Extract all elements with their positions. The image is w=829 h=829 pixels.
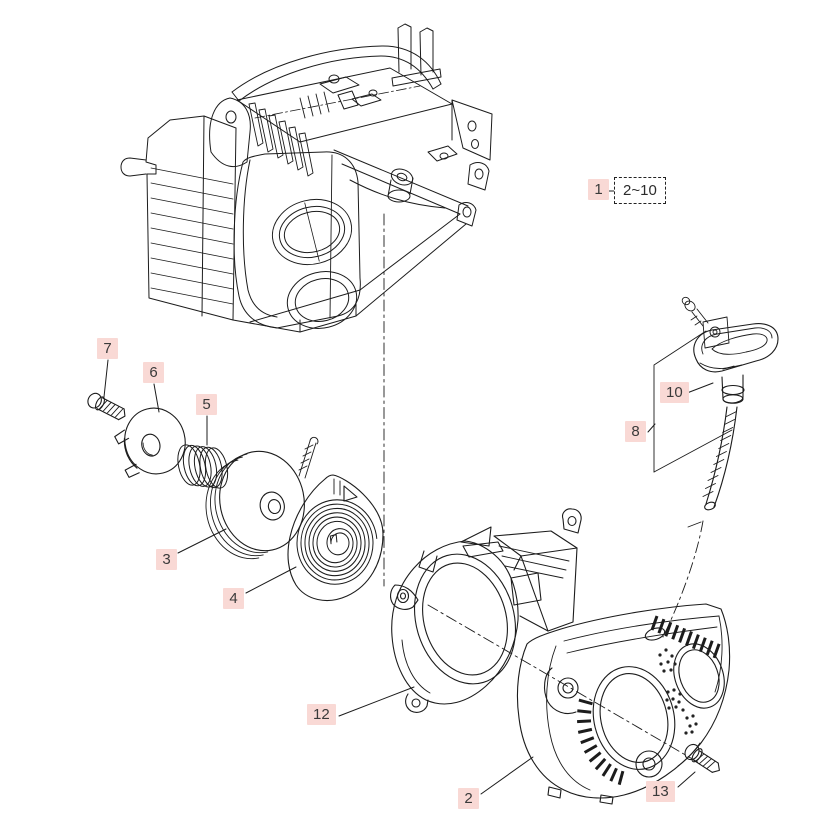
callout-4[interactable]: 4 <box>223 588 244 609</box>
callout-12[interactable]: 12 <box>307 704 336 725</box>
callout-5[interactable]: 5 <box>196 394 217 415</box>
callout-range-2-10: 2~10 <box>614 177 666 204</box>
callout-10[interactable]: 10 <box>660 382 689 403</box>
engine-assembly-drawing <box>120 23 493 333</box>
callout-3[interactable]: 3 <box>156 549 177 570</box>
rope-panel-8-drawing <box>653 296 733 473</box>
callout-6[interactable]: 6 <box>143 362 164 383</box>
fan-cover-12-drawing <box>390 508 582 713</box>
rewind-spring-4-drawing <box>287 474 384 601</box>
screw-13-drawing <box>684 743 720 773</box>
callout-leader-lines <box>103 190 714 795</box>
callout-2[interactable]: 2 <box>458 788 479 809</box>
callout-7[interactable]: 7 <box>97 338 118 359</box>
pawl-disc-6-drawing <box>114 407 186 478</box>
callout-8[interactable]: 8 <box>625 421 646 442</box>
perforation-dots <box>658 648 698 735</box>
starter-cover-2-drawing <box>516 603 731 805</box>
callout-13[interactable]: 13 <box>646 781 675 802</box>
spring-5-drawing <box>177 444 229 489</box>
callout-1[interactable]: 1 <box>588 179 609 200</box>
rope-pulley-3-drawing <box>205 450 305 560</box>
assembly-axis-lines <box>383 213 704 765</box>
screw-7-drawing <box>87 392 126 421</box>
starter-handle-10-drawing <box>693 323 779 511</box>
rope-stub-drawing <box>298 436 319 479</box>
